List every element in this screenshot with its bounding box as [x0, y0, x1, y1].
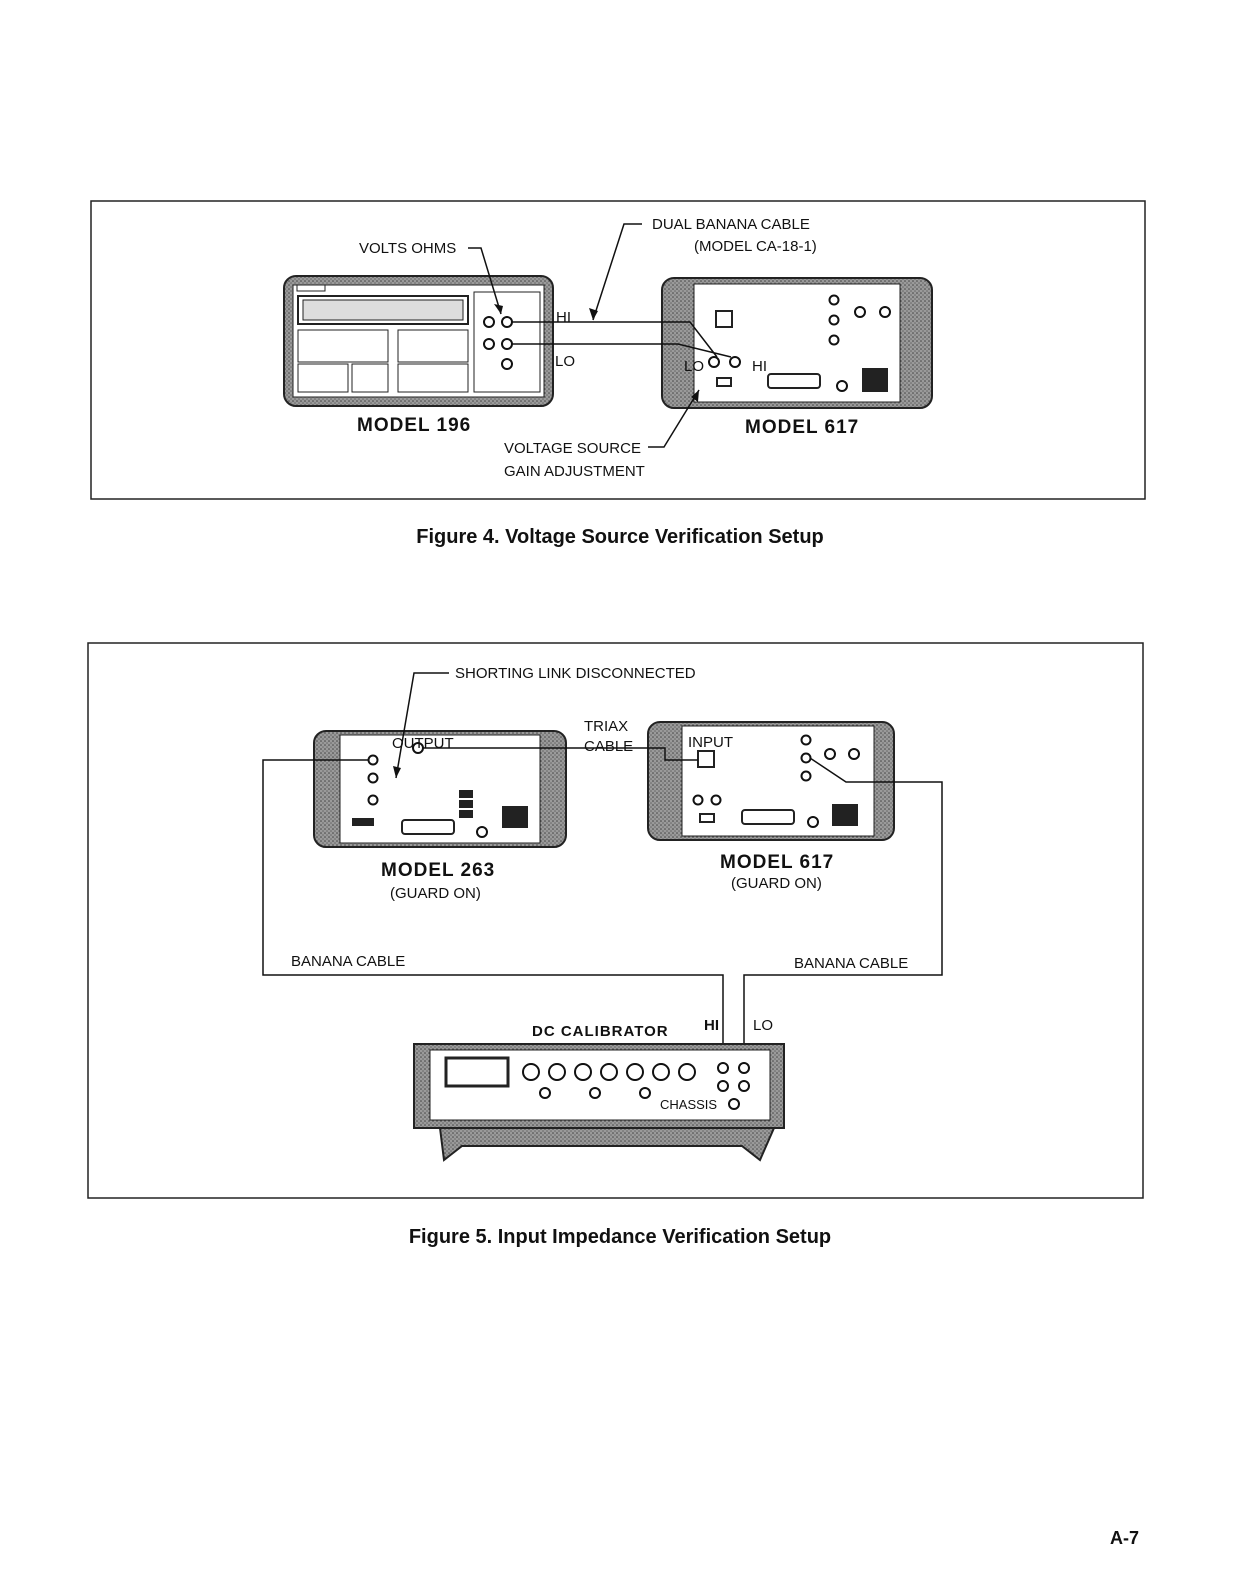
- figure-5-caption: Figure 5. Input Impedance Verification S…: [408, 1226, 832, 1248]
- triax-label-1: TRIAX: [584, 718, 628, 735]
- banana-cable-right-label: BANANA CABLE: [794, 955, 908, 972]
- hi-cable-label: HI: [556, 309, 571, 326]
- ieee-connector-263: [401, 819, 455, 835]
- figure-4-frame: [90, 200, 1146, 500]
- banana-cable-left-label: BANANA CABLE: [291, 953, 405, 970]
- dc-calibrator-label: DC CALIBRATOR: [532, 1023, 669, 1040]
- model-196-instrument: [283, 275, 554, 407]
- calibrator-display: [444, 1056, 510, 1088]
- chassis-label: CHASSIS: [660, 1097, 717, 1112]
- vsource-label-2: GAIN ADJUSTMENT: [504, 463, 645, 480]
- guard-on-617-label: (GUARD ON): [731, 875, 822, 892]
- input-connector: [697, 750, 715, 768]
- lo-617-label: LO: [684, 358, 704, 375]
- model-196-label: MODEL 196: [357, 415, 471, 436]
- banana-cable-right: [743, 757, 943, 1062]
- chassis-terminal: [728, 1098, 740, 1110]
- triax-input-connector: [715, 310, 733, 328]
- guard-on-263-label: (GUARD ON): [390, 885, 481, 902]
- model-617-instrument-fig4: [661, 277, 933, 409]
- banana-cable-left: [262, 759, 724, 1062]
- figure-5-frame: [87, 642, 1144, 1199]
- ieee-connector: [767, 373, 821, 389]
- lo-cable-label: LO: [555, 353, 575, 370]
- vsource-hi-terminal: [729, 356, 741, 368]
- hi-617-label: HI: [752, 358, 767, 375]
- model-617-instrument-fig5: [647, 721, 895, 841]
- calibrator-hi-label: HI: [704, 1017, 719, 1034]
- volts-ohms-label: VOLTS OHMS: [359, 240, 456, 257]
- model-263-label: MODEL 263: [381, 860, 495, 881]
- input-label: INPUT: [688, 734, 733, 751]
- calibrator-lo-label: LO: [753, 1017, 773, 1034]
- vsource-label-1: VOLTAGE SOURCE: [504, 440, 641, 457]
- model-617-label-fig5: MODEL 617: [720, 852, 834, 873]
- calibrator-lo-terminal: [738, 1062, 750, 1074]
- dual-banana-label-2: (MODEL CA-18-1): [694, 238, 817, 255]
- dc-calibrator-instrument: [413, 1043, 785, 1162]
- page-number: A-7: [1110, 1528, 1140, 1548]
- triax-label-2: CABLE: [584, 738, 633, 755]
- hi-cable: [512, 321, 718, 358]
- shorting-link-label: SHORTING LINK DISCONNECTED: [455, 665, 696, 682]
- dual-banana-label-1: DUAL BANANA CABLE: [652, 216, 810, 233]
- calibrator-hi-terminal: [717, 1062, 729, 1074]
- lo-cable: [512, 343, 732, 358]
- model-617-label-fig4: MODEL 617: [745, 417, 859, 438]
- model-263-instrument: [313, 730, 567, 848]
- figure-4-caption: Figure 4. Voltage Source Verification Se…: [416, 526, 824, 548]
- triax-cable: [423, 747, 698, 761]
- vsource-lo-terminal: [708, 356, 720, 368]
